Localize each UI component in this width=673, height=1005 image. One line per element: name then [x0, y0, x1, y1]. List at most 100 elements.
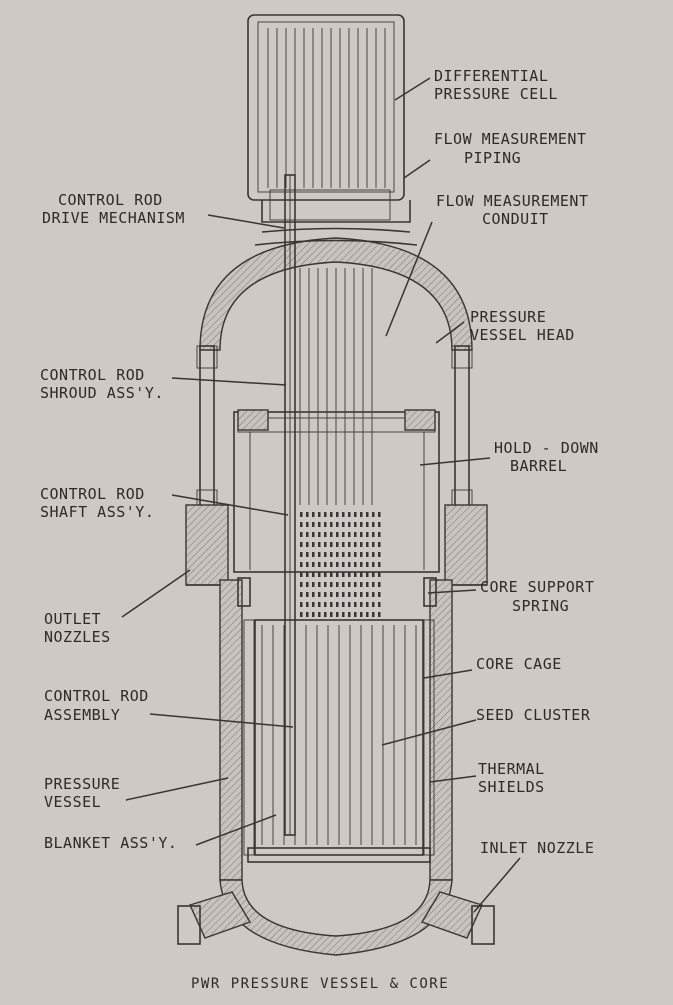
seed-mark — [378, 552, 381, 557]
seed-mark — [360, 592, 363, 597]
seed-mark — [360, 602, 363, 607]
seed-mark — [342, 582, 345, 587]
seed-mark — [324, 592, 327, 597]
seed-mark — [300, 582, 303, 587]
seed-mark — [312, 572, 315, 577]
label-control-rod-shaft-assy: CONTROL ROD SHAFT ASS'Y. — [40, 485, 154, 521]
seed-mark — [348, 572, 351, 577]
seed-mark — [312, 522, 315, 527]
seed-mark — [372, 512, 375, 517]
seed-mark — [366, 572, 369, 577]
seed-mark — [330, 582, 333, 587]
seed-mark — [306, 542, 309, 547]
seed-mark — [324, 602, 327, 607]
seed-mark — [354, 562, 357, 567]
seed-mark — [372, 602, 375, 607]
seed-mark — [348, 512, 351, 517]
label-blanket-assy: BLANKET ASS'Y. — [44, 834, 177, 852]
seed-mark — [342, 522, 345, 527]
seed-mark — [300, 542, 303, 547]
seed-mark — [330, 562, 333, 567]
seed-mark — [354, 592, 357, 597]
seed-mark — [300, 592, 303, 597]
seed-mark — [318, 572, 321, 577]
seed-mark — [372, 592, 375, 597]
seed-mark — [300, 612, 303, 617]
seed-mark — [312, 592, 315, 597]
seed-mark — [336, 542, 339, 547]
seed-mark — [348, 612, 351, 617]
hold-down-barrel-drawing — [233, 409, 440, 573]
seed-mark — [360, 562, 363, 567]
seed-mark — [360, 572, 363, 577]
seed-mark — [366, 582, 369, 587]
label-control-rod-assembly: CONTROL ROD ASSEMBLY — [44, 687, 158, 724]
seed-mark — [324, 532, 327, 537]
seed-mark — [306, 522, 309, 527]
seed-mark — [312, 602, 315, 607]
seed-mark — [378, 582, 381, 587]
label-core-cage: CORE CAGE — [476, 655, 562, 673]
seed-mark — [318, 562, 321, 567]
seed-mark — [354, 532, 357, 537]
seed-mark — [342, 532, 345, 537]
instrument-housing — [247, 14, 411, 223]
seed-mark — [342, 602, 345, 607]
seed-mark — [336, 582, 339, 587]
seed-mark — [372, 582, 375, 587]
seed-mark — [330, 542, 333, 547]
seed-mark — [300, 602, 303, 607]
seed-mark — [330, 602, 333, 607]
seed-mark — [312, 542, 315, 547]
seed-mark — [300, 532, 303, 537]
seed-mark — [366, 612, 369, 617]
seed-mark — [318, 512, 321, 517]
seed-mark — [312, 612, 315, 617]
seed-mark — [330, 532, 333, 537]
upper-guide-rods — [299, 268, 373, 505]
seed-mark — [306, 552, 309, 557]
seed-mark — [318, 552, 321, 557]
seed-mark — [378, 562, 381, 567]
seed-mark — [366, 602, 369, 607]
seed-mark — [366, 552, 369, 557]
seed-mark — [324, 572, 327, 577]
seed-mark — [330, 522, 333, 527]
seed-mark — [348, 552, 351, 557]
label-outlet-nozzles: OUTLET NOZZLES — [44, 610, 111, 646]
seed-mark — [312, 532, 315, 537]
seed-mark — [306, 602, 309, 607]
label-inlet-nozzle: INLET NOZZLE — [480, 839, 594, 857]
seed-mark — [306, 592, 309, 597]
seed-mark — [306, 582, 309, 587]
seed-mark — [360, 552, 363, 557]
seed-mark — [348, 562, 351, 567]
seed-mark — [318, 602, 321, 607]
seed-mark — [360, 542, 363, 547]
seed-mark — [342, 612, 345, 617]
core-cage-drawing — [243, 619, 435, 863]
seed-mark — [318, 532, 321, 537]
seed-mark — [360, 582, 363, 587]
seed-mark — [300, 512, 303, 517]
seed-mark — [354, 522, 357, 527]
seed-mark — [348, 592, 351, 597]
seed-mark — [336, 532, 339, 537]
seed-mark — [372, 552, 375, 557]
seed-mark — [348, 602, 351, 607]
label-control-rod-drive-mechanism: CONTROL ROD DRIVE MECHANISM — [42, 191, 185, 227]
label-differential-pressure-cell: DIFFERENTIAL PRESSURE CELL — [434, 67, 558, 103]
diagram-title: PWR PRESSURE VESSEL & CORE — [191, 976, 449, 992]
label-flow-measurement-conduit: FLOW MEASUREMENT CONDUIT — [436, 192, 598, 228]
seed-mark — [324, 582, 327, 587]
seed-mark — [324, 542, 327, 547]
seed-mark — [366, 522, 369, 527]
seed-mark — [378, 542, 381, 547]
seed-mark — [354, 512, 357, 517]
seed-mark — [360, 532, 363, 537]
seed-mark — [366, 512, 369, 517]
seed-mark — [372, 522, 375, 527]
label-pressure-vessel: PRESSURE VESSEL — [44, 775, 130, 811]
seed-mark — [330, 552, 333, 557]
